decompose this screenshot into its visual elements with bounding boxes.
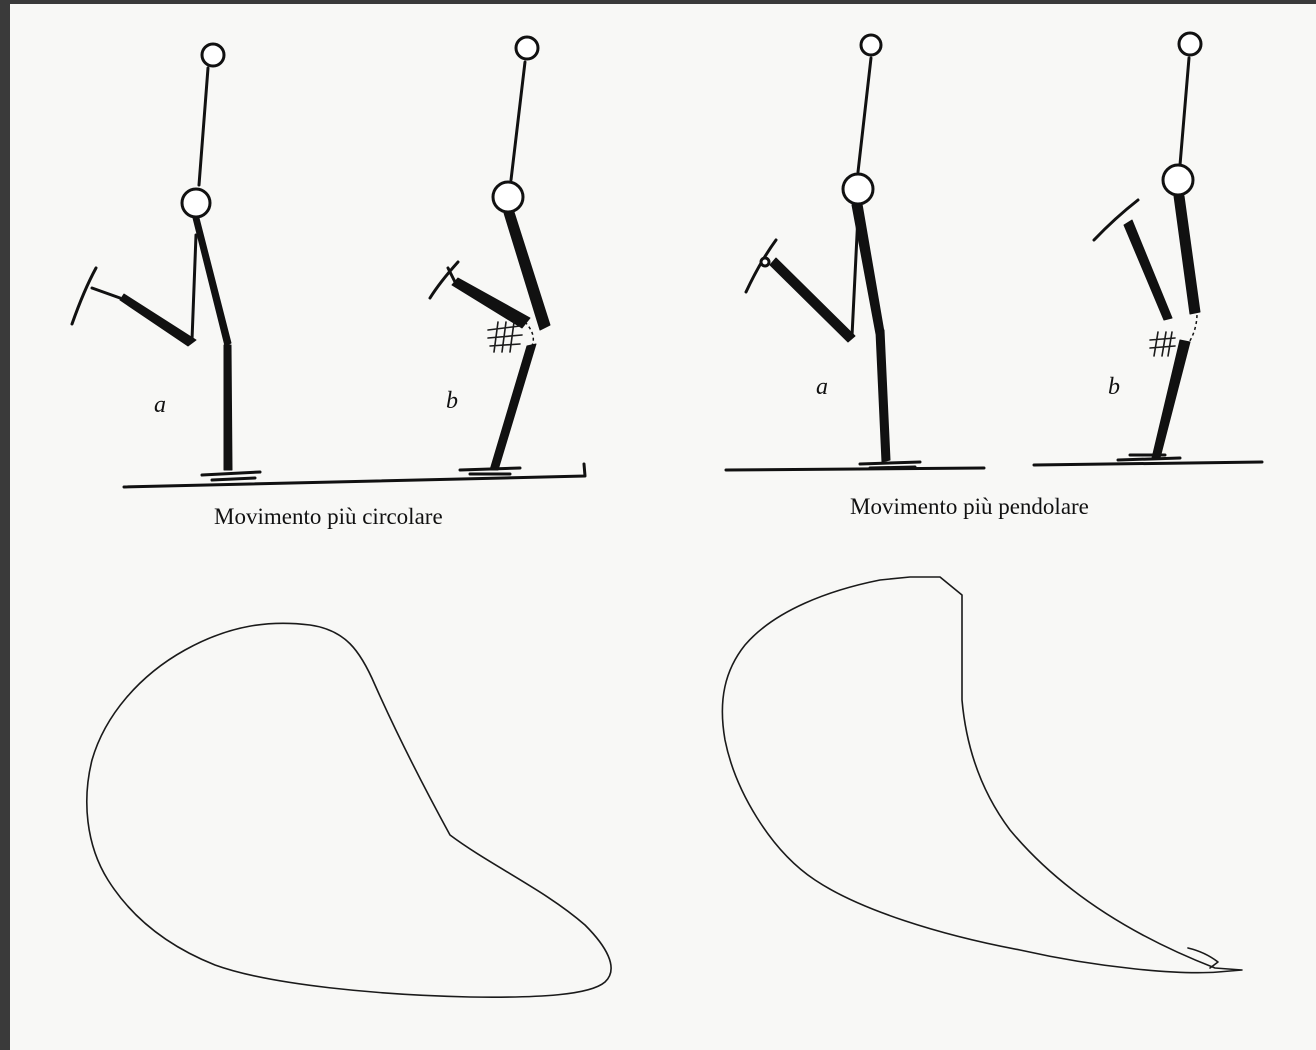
- upper-thigh: [852, 215, 858, 336]
- hatch-marks: [1150, 332, 1175, 356]
- hatch-marks: [488, 322, 522, 352]
- standing-leg: [224, 345, 232, 470]
- thigh: [120, 294, 196, 346]
- label-left-b: b: [446, 388, 458, 415]
- standing-leg: [1152, 340, 1190, 458]
- standing-foot: [1118, 455, 1180, 460]
- standing-foot: [202, 472, 260, 480]
- trajectory-circular: [87, 623, 611, 997]
- thigh: [770, 258, 855, 342]
- caption-pendular: Movimento più pendolare: [850, 494, 1089, 520]
- implement-shaft: [511, 62, 525, 180]
- ground-line-right-a: [726, 468, 984, 470]
- ground-line-right-b: [1034, 462, 1262, 465]
- torso: [1174, 196, 1200, 314]
- implement-knob: [861, 35, 881, 55]
- thigh: [452, 278, 530, 328]
- upper-thigh: [192, 235, 196, 340]
- implement-shaft: [1180, 58, 1189, 165]
- figure-left-a: [72, 44, 260, 480]
- head: [843, 174, 873, 204]
- standing-foot: [460, 468, 520, 474]
- foot: [72, 268, 96, 324]
- ankle: [92, 288, 120, 298]
- thigh: [1124, 220, 1172, 320]
- head: [493, 182, 523, 212]
- label-right-b: b: [1108, 374, 1120, 401]
- implement-shaft: [858, 58, 871, 172]
- head: [182, 189, 210, 217]
- standing-leg: [876, 330, 890, 462]
- figure-right-a: [746, 35, 920, 468]
- trajectory-pendular: [722, 577, 1242, 973]
- implement-knob: [202, 44, 224, 66]
- torso: [193, 218, 231, 346]
- implement-knob: [1179, 33, 1201, 55]
- label-right-a: a: [816, 374, 828, 401]
- caption-circular: Movimento più circolare: [214, 504, 443, 530]
- ankle-joint: [761, 258, 769, 266]
- label-left-a: a: [154, 392, 166, 419]
- standing-leg: [490, 344, 536, 470]
- standing-foot: [860, 462, 920, 468]
- implement-knob: [516, 37, 538, 59]
- implement-shaft: [199, 68, 208, 185]
- head: [1163, 165, 1193, 195]
